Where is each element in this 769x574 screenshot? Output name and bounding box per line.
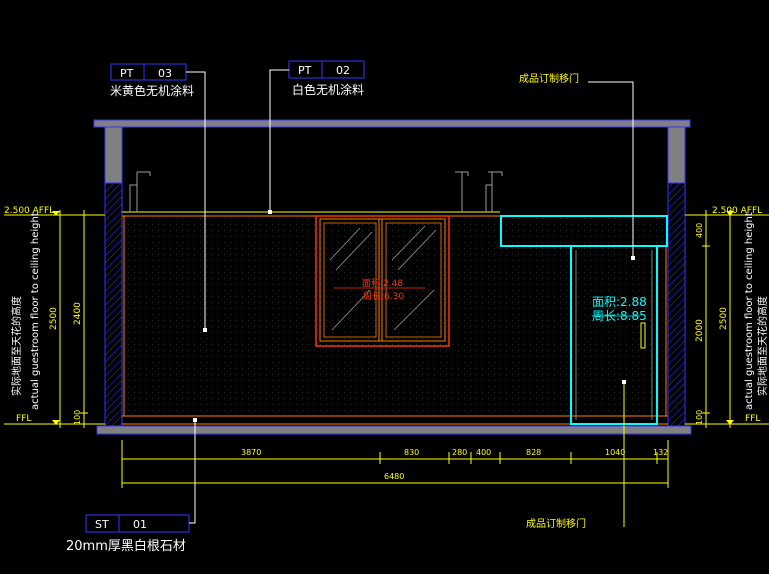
leader-door-top — [588, 81, 634, 258]
dim-left-outer: 2500 — [49, 307, 59, 330]
tag-st01-code: ST — [95, 518, 109, 531]
tag-pt02-num: 02 — [336, 64, 350, 77]
door-perimeter: 周长:8.85 — [592, 309, 647, 323]
leader-door-top-dot — [631, 256, 635, 260]
dim-bottom-ticks — [121, 440, 669, 488]
level-right-ffl: FFL — [745, 414, 760, 424]
leader-door-bottom-dot — [622, 380, 626, 384]
level-left-top-marker — [52, 211, 60, 216]
tag-st01-box-num — [118, 514, 190, 533]
leader-st01-dot — [193, 418, 197, 422]
dim-left-small: 100 — [73, 410, 82, 425]
dim-bottom-seg-5: 828 — [526, 448, 541, 457]
dim-bottom-seg-4: 400 — [476, 448, 491, 457]
tag-pt02-box-num — [321, 60, 365, 79]
tag-pt03-label: 米黄色无机涂料 — [110, 83, 194, 98]
side-label-right-en: actual guestroom floor to ceiling height — [744, 212, 755, 410]
tag-st01-label: 20mm厚黑白根石材 — [66, 538, 186, 554]
dim-right-small: 100 — [695, 410, 704, 425]
tag-pt02-label: 白色无机涂料 — [292, 82, 364, 97]
door-area: 面积:2.88 — [592, 295, 647, 309]
door-note-top: 成品订制移门 — [519, 72, 579, 85]
leader-pt02 — [269, 69, 289, 212]
side-label-right-cn: 实际地面至天花的高度 — [756, 296, 769, 396]
tag-pt03-num: 03 — [158, 67, 172, 80]
side-label-left-cn: 实际地面至天花的高度 — [10, 296, 23, 396]
leader-st01 — [189, 420, 196, 524]
window-perimeter: 周长:6.30 — [363, 290, 404, 302]
left-column-top — [104, 126, 123, 184]
level-left-ffl: FFL — [16, 414, 31, 424]
dim-right-mid: 2000 — [695, 319, 705, 342]
window-area: 面积:2.48 — [362, 277, 403, 289]
wall-face — [122, 216, 668, 416]
ceiling-detail-mid — [455, 171, 469, 212]
level-left-ffl-marker — [52, 420, 60, 425]
ceiling-slab — [93, 119, 691, 128]
level-left-top: 2.500 AFFL — [4, 206, 54, 216]
tag-pt03-code: PT — [120, 67, 134, 80]
left-wall-section — [104, 182, 123, 427]
dim-right-outer: 2500 — [719, 307, 729, 330]
side-label-left-en: actual guestroom floor to ceiling height — [30, 212, 41, 410]
dim-bottom-total: 6480 — [384, 472, 404, 481]
tag-pt02-code: PT — [298, 64, 312, 77]
floor-slab — [96, 425, 692, 435]
leader-pt02-dot — [268, 210, 272, 214]
leader-pt03-dot — [203, 328, 207, 332]
window — [315, 215, 450, 347]
dim-bottom-seg-6: 1040 — [605, 448, 625, 457]
door-note-bottom: 成品订制移门 — [526, 517, 586, 530]
ceiling-detail-left — [129, 171, 151, 212]
sliding-door — [570, 245, 658, 425]
dim-bottom-seg-2: 830 — [404, 448, 419, 457]
level-right-top: 2.500 AFFL — [712, 206, 762, 216]
dim-bottom-seg-7: 132 — [653, 448, 668, 457]
dim-right-top: 400 — [695, 223, 704, 238]
dim-left-inner: 2400 — [73, 302, 83, 325]
dim-bottom-seg-1: 3870 — [241, 448, 261, 457]
ceiling-detail-right — [485, 171, 503, 212]
dim-bottom-seg-3: 280 — [452, 448, 467, 457]
right-column-top — [667, 126, 686, 184]
leader-pt03 — [186, 71, 206, 330]
tag-st01-num: 01 — [133, 518, 147, 531]
door-handle — [640, 322, 646, 349]
right-wall-section — [667, 182, 686, 427]
